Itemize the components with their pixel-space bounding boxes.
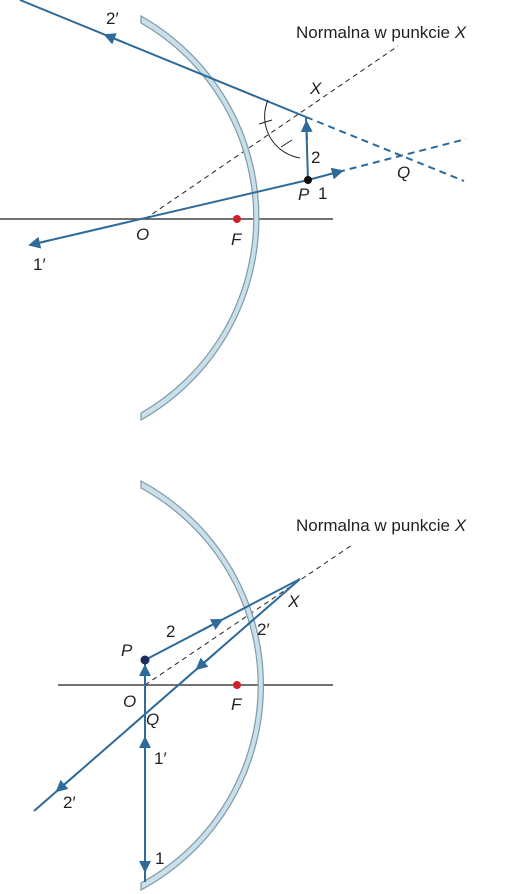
top-normal-label: Normalna w punkcie X	[296, 23, 467, 42]
top-label-1prime: 1′	[33, 255, 46, 274]
top-label-2prime: 2′	[106, 9, 119, 28]
top-focus-point	[233, 215, 241, 223]
bottom-label-1prime: 1′	[154, 749, 167, 768]
top-angle-arc	[264, 99, 301, 159]
top-ray-2-reflected	[19, 0, 307, 118]
bottom-label-P: P	[121, 641, 133, 660]
top-label-X: X	[309, 79, 322, 98]
top-angle-tick-2	[280, 139, 293, 148]
bottom-normal-label: Normalna w punkcie X	[296, 516, 467, 535]
top-label-Q: Q	[397, 163, 410, 182]
top-label-F: F	[231, 230, 243, 249]
bottom-label-2prime-lower: 2′	[63, 793, 76, 812]
top-diagram: Normalna w punkcie X 2′ X 2 Q P 1 O F 1′	[0, 0, 467, 422]
top-label-1: 1	[318, 184, 327, 203]
top-label-O: O	[136, 225, 149, 244]
bottom-mirror	[140, 479, 265, 892]
bottom-point-P	[140, 655, 150, 665]
top-ray-2-arrowhead	[300, 120, 313, 141]
bottom-ray-2-reflected	[33, 578, 301, 812]
top-label-P: P	[298, 185, 310, 204]
bottom-ray-2p-arrow-1	[195, 651, 217, 671]
bottom-label-2prime-upper: 2′	[257, 620, 270, 639]
top-label-2: 2	[311, 148, 320, 167]
bottom-normal-line	[144, 544, 353, 686]
bottom-focus-point	[233, 681, 241, 689]
bottom-ray-2-arrowhead	[197, 619, 224, 634]
top-virtual-ray-2	[305, 116, 465, 182]
bottom-ray-2p-arrow-2	[55, 773, 77, 793]
top-mirror	[140, 14, 260, 422]
bottom-label-2: 2	[166, 622, 175, 641]
top-angle-tick-1	[258, 119, 273, 125]
bottom-label-1: 1	[155, 849, 164, 868]
top-ray-1p-arrow	[28, 236, 51, 249]
top-virtual-ray-1	[337, 138, 467, 173]
top-ray-2-arrow	[103, 33, 126, 45]
bottom-label-Q: Q	[146, 710, 159, 729]
bottom-label-F: F	[231, 695, 243, 714]
bottom-label-X: X	[287, 592, 300, 611]
top-normal-line	[144, 45, 399, 220]
bottom-label-O: O	[123, 692, 136, 711]
top-ray-1	[307, 167, 344, 181]
top-ray-1-reflected	[33, 179, 309, 245]
bottom-diagram: Normalna w punkcie X X 2′ 2 P O F Q 1′ 2…	[33, 479, 467, 892]
top-point-P	[304, 176, 312, 184]
